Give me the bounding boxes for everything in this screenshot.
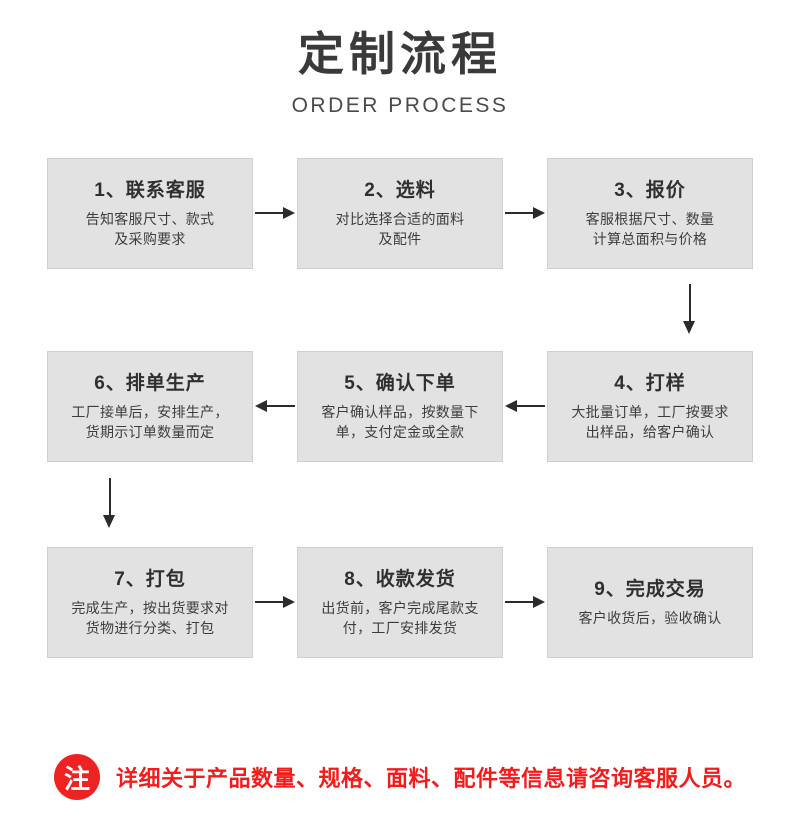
arrow-shaft bbox=[266, 405, 295, 407]
flow-step-description: 出货前，客户完成尾款支 付，工厂安排发货 bbox=[321, 599, 479, 636]
flow-step-description: 客户确认样品，按数量下 单，支付定金或全款 bbox=[321, 403, 479, 440]
page-subtitle: ORDER PROCESS bbox=[291, 93, 509, 117]
flow-step-title: 8、收款发货 bbox=[344, 568, 456, 590]
arrow-head bbox=[103, 514, 115, 528]
arrow-right-icon bbox=[505, 595, 545, 609]
arrow-left-icon bbox=[505, 399, 545, 413]
arrow-shaft bbox=[255, 601, 284, 603]
arrow-head bbox=[533, 206, 545, 219]
arrow-head bbox=[683, 320, 695, 334]
arrow-head bbox=[505, 399, 517, 412]
flow-step-3: 3、报价 客服根据尺寸、数量 计算总面积与价格 bbox=[547, 157, 753, 269]
flow-row-3: 7、打包 完成生产，按出货要求对 货物进行分类、打包 8、收款发货 出货前，客户… bbox=[47, 477, 753, 658]
arrow-down-icon bbox=[683, 283, 697, 334]
arrow-shaft bbox=[689, 283, 691, 322]
flow-step-6: 6、排单生产 工厂接单后，安排生产， 货期示订单数量而定 bbox=[47, 350, 253, 462]
flow-step-title: 1、联系客服 bbox=[94, 179, 206, 201]
page-header: 定制流程 ORDER PROCESS bbox=[0, 0, 800, 118]
arrow-shaft bbox=[255, 212, 284, 214]
flow-step-2: 2、选料 对比选择合适的面料 及配件 bbox=[297, 157, 503, 269]
flow-step-title: 9、完成交易 bbox=[594, 578, 706, 600]
order-process-flowchart: 1、联系客服 告知客服尺寸、款式 及采购要求 2、选料 对比选择合适的面料 及配… bbox=[0, 157, 800, 658]
flow-step-description: 告知客服尺寸、款式 及采购要求 bbox=[85, 210, 215, 247]
page-title: 定制流程 bbox=[298, 28, 502, 80]
flow-step-4: 4、打样 大批量订单，工厂按要求 出样品，给客户确认 bbox=[547, 350, 753, 462]
arrow-left-icon bbox=[255, 399, 295, 413]
flow-step-title: 4、打样 bbox=[614, 372, 686, 394]
flow-step-description: 完成生产，按出货要求对 货物进行分类、打包 bbox=[71, 599, 229, 636]
flow-step-title: 6、排单生产 bbox=[94, 372, 206, 394]
flow-step-description: 客服根据尺寸、数量 计算总面积与价格 bbox=[585, 210, 715, 247]
note-text: 详细关于产品数量、规格、面料、配件等信息请咨询客服人员。 bbox=[115, 766, 746, 791]
flow-row-1: 1、联系客服 告知客服尺寸、款式 及采购要求 2、选料 对比选择合适的面料 及配… bbox=[47, 157, 753, 269]
flow-step-title: 7、打包 bbox=[114, 568, 186, 590]
footer-note: 注 详细关于产品数量、规格、面料、配件等信息请咨询客服人员。 bbox=[0, 754, 800, 800]
flow-step-5: 5、确认下单 客户确认样品，按数量下 单，支付定金或全款 bbox=[297, 350, 503, 462]
flow-step-title: 5、确认下单 bbox=[344, 372, 456, 394]
flow-step-description: 对比选择合适的面料 及配件 bbox=[335, 210, 465, 247]
arrow-shaft bbox=[516, 405, 545, 407]
arrow-right-icon bbox=[505, 206, 545, 220]
arrow-head bbox=[283, 206, 295, 219]
flow-step-title: 3、报价 bbox=[614, 179, 686, 201]
arrow-shaft bbox=[505, 601, 534, 603]
flow-step-8: 8、收款发货 出货前，客户完成尾款支 付，工厂安排发货 bbox=[297, 546, 503, 658]
flow-step-title: 2、选料 bbox=[364, 179, 436, 201]
flow-step-description: 工厂接单后，安排生产， 货期示订单数量而定 bbox=[71, 403, 229, 440]
flow-step-1: 1、联系客服 告知客服尺寸、款式 及采购要求 bbox=[47, 157, 253, 269]
arrow-head bbox=[533, 595, 545, 608]
arrow-head bbox=[283, 595, 295, 608]
arrow-right-icon bbox=[255, 206, 295, 220]
flow-step-9: 9、完成交易 客户收货后，验收确认 bbox=[547, 546, 753, 658]
flow-row-2: 6、排单生产 工厂接单后，安排生产， 货期示订单数量而定 5、确认下单 客户确认… bbox=[47, 283, 753, 462]
arrow-right-icon bbox=[255, 595, 295, 609]
flow-step-7: 7、打包 完成生产，按出货要求对 货物进行分类、打包 bbox=[47, 546, 253, 658]
arrow-shaft bbox=[109, 477, 111, 516]
arrow-down-icon bbox=[103, 477, 117, 528]
arrow-shaft bbox=[505, 212, 534, 214]
flow-step-description: 客户收货后，验收确认 bbox=[578, 609, 722, 626]
arrow-head bbox=[255, 399, 267, 412]
flow-step-description: 大批量订单，工厂按要求 出样品，给客户确认 bbox=[571, 403, 729, 440]
note-badge-icon: 注 bbox=[53, 754, 100, 800]
